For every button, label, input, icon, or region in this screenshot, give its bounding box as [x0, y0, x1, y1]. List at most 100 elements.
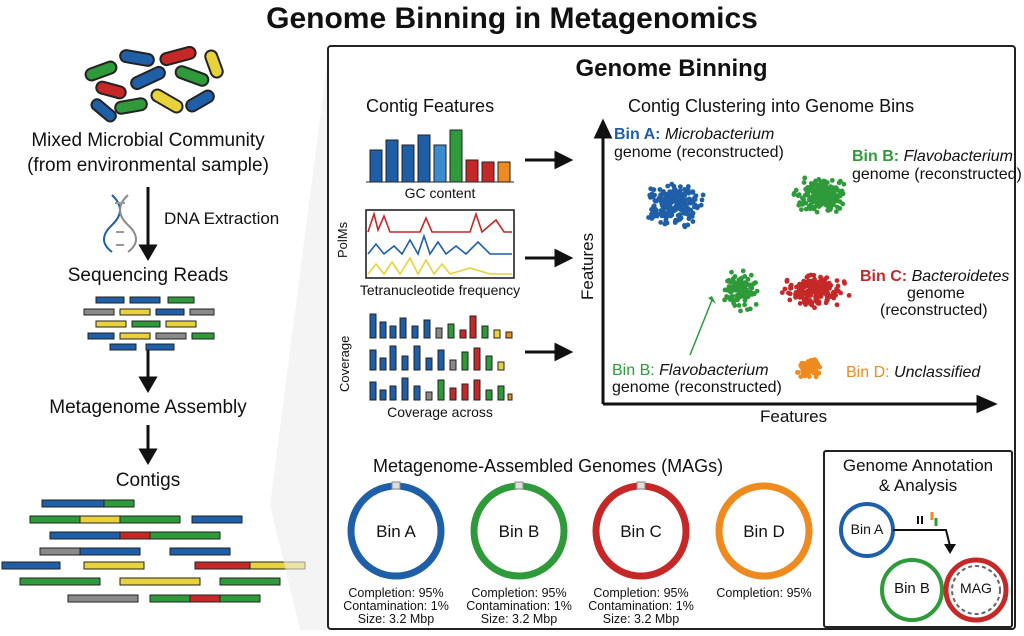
- bin-c-point: [787, 297, 793, 303]
- bin-d-point: [806, 369, 812, 375]
- bin-c-point: [782, 286, 788, 292]
- bin-a-point: [648, 186, 654, 192]
- mag-d-label: Bin D: [743, 522, 785, 541]
- polms-label: PolMs: [335, 221, 350, 258]
- mag-b-label: Bin B: [498, 522, 540, 541]
- bin-c-point: [797, 301, 803, 306]
- bin-b-bottom-name: Bin B:: [612, 362, 655, 379]
- bin-b-point: [735, 297, 740, 303]
- bin-b-point: [793, 187, 799, 193]
- bin-a-point: [690, 219, 696, 224]
- flow-arrows: [138, 187, 158, 465]
- bin-a-point: [686, 190, 692, 196]
- bin-c-point: [788, 283, 794, 289]
- bin-c-point: [842, 280, 847, 286]
- bin-a-point: [668, 197, 674, 203]
- mag-b-contamination: Contamination: 1%: [466, 599, 572, 613]
- mag-c-stats: Completion: 95% Contamination: 1% Size: …: [581, 587, 701, 626]
- bin-c-point: [786, 290, 791, 296]
- bin-c-point: [801, 278, 806, 284]
- bin-d-point: [799, 360, 805, 366]
- bin-b-point: [832, 192, 837, 198]
- bin-c-point: [805, 282, 811, 288]
- bin-b-point: [806, 197, 812, 203]
- bin-b-point: [833, 209, 839, 215]
- bin-a-label: Bin A: Microbacterium: [614, 126, 774, 144]
- bin-a-point: [658, 198, 663, 203]
- bin-b-point: [732, 280, 737, 285]
- bin-b-point: [742, 302, 747, 308]
- bin-a-point: [678, 184, 683, 190]
- bin-d-point: [817, 364, 823, 370]
- bin-b-point: [824, 195, 830, 201]
- bin-c-label: Bin C: Bacteroidetes: [860, 268, 1009, 286]
- bin-b-point: [800, 202, 806, 207]
- bin-b-point: [829, 200, 835, 206]
- bin-d-point: [816, 370, 821, 376]
- annotation-bin-b: Bin B: [894, 580, 930, 597]
- bin-b-point: [812, 204, 818, 210]
- bin-b-point: [753, 302, 759, 307]
- bin-a-point: [657, 187, 663, 192]
- sequencing-reads-label: Sequencing Reads: [67, 265, 229, 286]
- bin-a-point: [658, 220, 664, 225]
- bin-c-sub2: (reconstructed): [880, 302, 988, 319]
- bin-d-taxon: Unclassified: [894, 364, 981, 381]
- bin-b-point: [745, 276, 751, 282]
- bin-b-point: [730, 284, 735, 289]
- bin-a-point: [690, 190, 696, 195]
- mag-a-contamination: Contamination: 1%: [343, 599, 449, 613]
- mag-d-stats: Completion: 95%: [704, 587, 824, 600]
- bin-b-point: [807, 206, 813, 212]
- main-title: Genome Binning in Metagenomics: [266, 2, 758, 35]
- bin-b-bottom-sub: genome (reconstructed): [612, 379, 782, 396]
- bin-b-point: [815, 185, 820, 191]
- bin-c-point: [809, 283, 814, 289]
- dna-extraction-label: DNA Extraction: [164, 209, 280, 228]
- tetra-label: Tetranucleotide frequency: [359, 282, 521, 298]
- bin-b-point: [814, 209, 820, 215]
- bin-c-point: [834, 278, 840, 283]
- pointer-line: [689, 299, 713, 356]
- bin-b-point: [823, 183, 829, 189]
- bin-c-point: [846, 293, 852, 298]
- coverage-label: Coverage across: [387, 404, 493, 420]
- bin-b-point: [747, 282, 752, 288]
- bin-b-point: [816, 177, 822, 182]
- bin-b-top-sub: genome (reconstructed): [852, 166, 1022, 183]
- bin-b-point: [735, 293, 741, 299]
- mag-d-completion: Completion: 95%: [716, 586, 812, 600]
- bin-c-point: [824, 294, 830, 300]
- bin-c-point: [794, 284, 799, 290]
- bin-a-point: [662, 191, 668, 197]
- bin-c-point: [820, 290, 826, 296]
- coverage-bars: [369, 313, 513, 401]
- bin-b-point: [741, 281, 747, 287]
- bin-d-point: [802, 373, 808, 379]
- bin-c-point: [779, 290, 785, 295]
- mag-a-size: Size: 3.2 Mbp: [357, 612, 435, 626]
- bin-a-point: [649, 211, 654, 217]
- bin-a-point: [685, 222, 691, 228]
- bin-a-point: [654, 198, 659, 204]
- bin-a-point: [684, 197, 690, 203]
- bin-b-point: [740, 289, 746, 295]
- bin-a-point: [686, 216, 692, 222]
- binning-panel: [327, 45, 1016, 630]
- bin-a-point: [663, 217, 669, 223]
- bin-a-point: [684, 207, 689, 212]
- bin-d-point: [798, 374, 804, 379]
- bin-a-point: [670, 206, 676, 212]
- cluster-scatter: [646, 175, 852, 380]
- bin-a-point: [682, 187, 687, 192]
- bin-b-top-label: Bin B: Flavobacterium: [852, 148, 1013, 166]
- bin-c-point: [795, 294, 801, 299]
- bin-a-point: [677, 204, 683, 210]
- bin-b-point: [738, 308, 743, 314]
- bin-a-point: [661, 199, 667, 204]
- bin-b-point: [837, 199, 843, 205]
- bin-b-point: [731, 300, 736, 306]
- bin-a-point: [692, 197, 698, 202]
- bin-b-point: [799, 207, 804, 213]
- tetra-plot: [365, 209, 515, 279]
